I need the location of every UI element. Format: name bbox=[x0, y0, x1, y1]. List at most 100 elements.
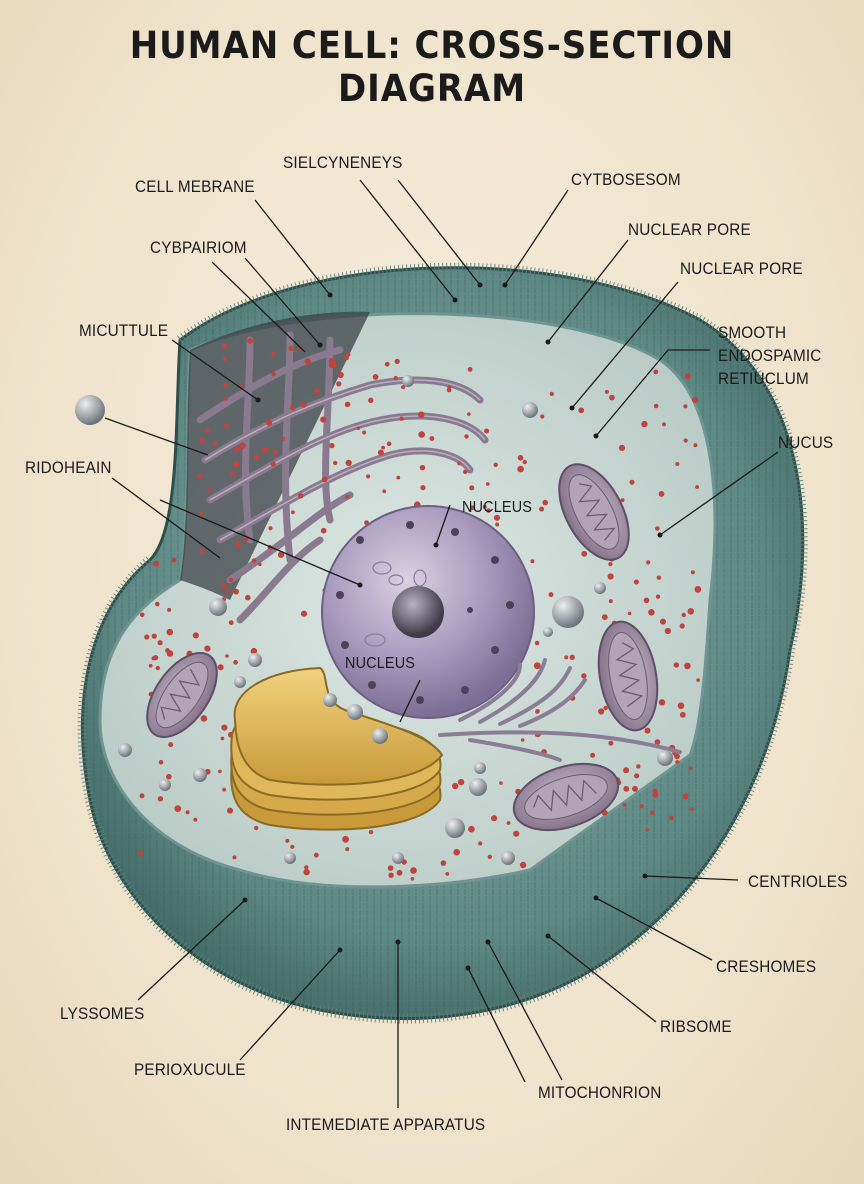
ribosome-dot bbox=[608, 562, 613, 567]
ribosome-dot bbox=[520, 738, 525, 742]
ribosome-dot bbox=[270, 351, 276, 357]
ribosome-dot bbox=[388, 872, 394, 878]
label-nucus: NUCUS bbox=[778, 433, 834, 452]
ribosome-dot bbox=[197, 473, 203, 479]
vesicle bbox=[552, 596, 584, 628]
leader-ridoheain-a bbox=[111, 477, 221, 559]
label-ribsome: RIBSOME bbox=[660, 1017, 732, 1036]
ribosome-dot bbox=[166, 628, 174, 636]
ribosome-dot bbox=[399, 416, 404, 421]
ribosome-dot bbox=[265, 447, 269, 452]
ribosome-dot bbox=[290, 844, 295, 849]
ribosome-dot bbox=[396, 475, 401, 480]
external-vesicle bbox=[75, 395, 105, 425]
ribosome-dot bbox=[687, 608, 695, 615]
leader-mitochonrion-a bbox=[467, 967, 526, 1083]
ribosome-dot bbox=[153, 655, 159, 661]
ribosome-dot bbox=[564, 655, 569, 660]
ribosome-dot bbox=[604, 389, 609, 394]
ribosome-dot bbox=[487, 854, 492, 859]
leader-creshomes bbox=[595, 897, 713, 961]
label-micuttule: MICUTTULE bbox=[79, 321, 169, 340]
vesicle bbox=[594, 582, 606, 594]
ribosome-dot bbox=[478, 841, 483, 846]
ribosome-dot bbox=[517, 465, 524, 473]
label-smooth-er-3: RETIUCLUM bbox=[718, 369, 809, 388]
ribosome-dot bbox=[206, 488, 211, 493]
ribosome-dot bbox=[467, 367, 473, 372]
vesicles bbox=[118, 375, 673, 865]
ribosome-dot bbox=[609, 394, 615, 401]
ribosome-dot bbox=[155, 601, 160, 607]
ribosome-dot bbox=[636, 764, 641, 769]
ribosome-dot bbox=[166, 650, 174, 657]
ribosome-dot bbox=[387, 865, 394, 871]
ribosome-dot bbox=[234, 446, 241, 453]
ribosome-dot bbox=[453, 848, 461, 856]
vesicle bbox=[402, 375, 414, 387]
vesicle bbox=[474, 762, 486, 774]
ribosome-dot bbox=[535, 709, 540, 714]
ribosome-dot bbox=[221, 343, 228, 349]
leader-ribsome bbox=[547, 935, 657, 1023]
ribosome-dot bbox=[337, 371, 344, 379]
ribosome-dot bbox=[506, 821, 511, 825]
ribosome-dot bbox=[157, 796, 164, 802]
ribosome-dot bbox=[167, 607, 172, 612]
ribosome-dot bbox=[344, 401, 351, 408]
vesicle bbox=[522, 402, 538, 418]
ribosome-dot bbox=[581, 673, 587, 679]
ribosome-dot bbox=[225, 654, 229, 658]
ribosome-dot bbox=[222, 383, 229, 389]
ribosome-dot bbox=[280, 436, 286, 442]
ribosome-dot bbox=[155, 665, 160, 671]
ribosome-dot bbox=[683, 404, 688, 409]
vesicle bbox=[445, 818, 465, 838]
nucleus bbox=[321, 505, 535, 719]
ribosome-dot bbox=[457, 461, 462, 466]
ribosome-dot bbox=[345, 847, 350, 852]
ribosome-dot bbox=[328, 357, 336, 365]
ribosome-dot bbox=[368, 829, 374, 835]
ribosome-dot bbox=[578, 407, 585, 414]
ribosome-dot bbox=[417, 411, 425, 419]
ribosome-dot bbox=[684, 662, 691, 670]
ribosome-dot bbox=[144, 634, 150, 640]
ribosome-dot bbox=[224, 588, 230, 594]
ribosome-dot bbox=[151, 633, 157, 639]
ribosome-dot bbox=[646, 560, 651, 565]
ribosome-dot bbox=[495, 522, 500, 527]
ribosome-dot bbox=[218, 769, 222, 774]
ribosome-dot bbox=[623, 785, 630, 792]
inner-wall-shadow bbox=[180, 311, 370, 600]
label-nucleus-lower: NUCLEUS bbox=[345, 655, 416, 672]
ribosome-dot bbox=[372, 374, 379, 380]
ribosome-dot bbox=[200, 715, 208, 722]
ribosome-dot bbox=[313, 388, 320, 395]
ribosome-dot bbox=[344, 355, 349, 361]
ribosome-dot bbox=[199, 511, 204, 516]
ribosome-dot bbox=[467, 412, 471, 416]
ribosome-dot bbox=[386, 441, 392, 447]
ribosome-dot bbox=[270, 461, 276, 467]
ribosome-dot bbox=[684, 373, 691, 380]
ribosome-dot bbox=[220, 583, 227, 589]
ribosome-dot bbox=[660, 618, 666, 625]
label-nuclear-pore-2: NUCLEAR PORE bbox=[680, 259, 803, 278]
ribosome-dot bbox=[222, 357, 227, 362]
ribosome-dot bbox=[603, 705, 608, 711]
ribosome-dot bbox=[677, 702, 685, 709]
ribosome-dot bbox=[469, 485, 475, 491]
ribosome-dot bbox=[533, 662, 541, 670]
ribosome-dot bbox=[694, 586, 702, 593]
leader-smooth-er bbox=[595, 349, 710, 437]
ribosome-dot bbox=[313, 852, 319, 858]
ribosome-dot bbox=[200, 549, 205, 555]
vesicle bbox=[193, 768, 207, 782]
ribosome-dot bbox=[693, 443, 698, 448]
ribosome-dot bbox=[491, 815, 498, 822]
ribosome-dot bbox=[688, 766, 693, 771]
ribosome-dot bbox=[345, 495, 350, 499]
ribosome-dot bbox=[484, 428, 490, 434]
